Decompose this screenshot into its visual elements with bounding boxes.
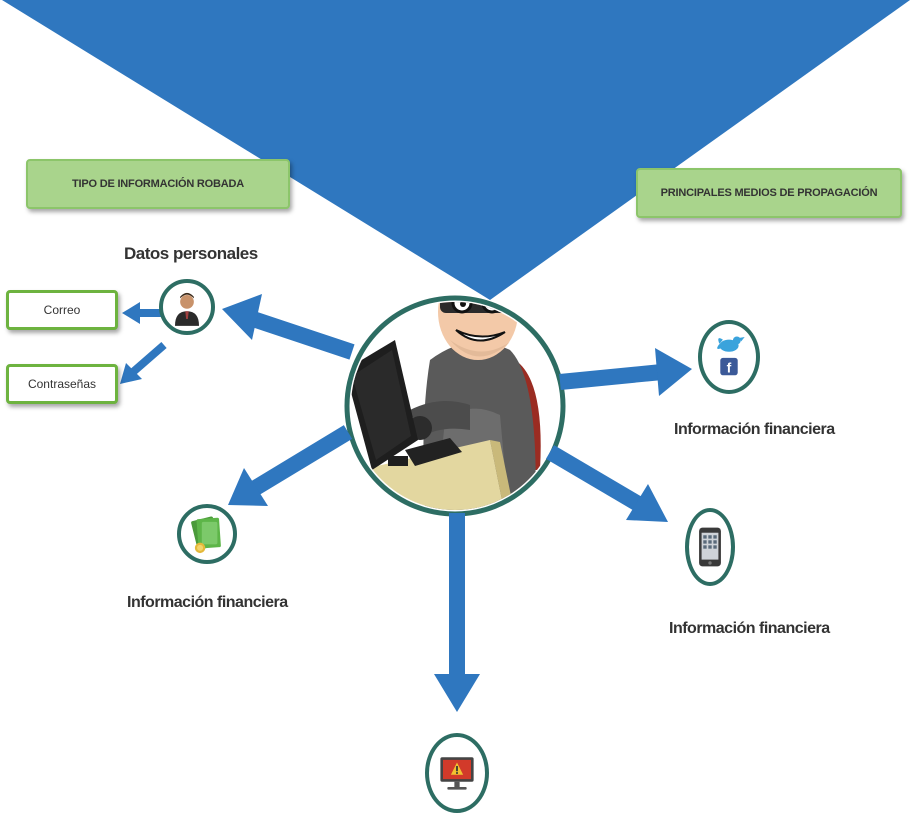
header-medios-propagacion: PRINCIPALES MEDIOS DE PROPAGACIÓN: [636, 168, 902, 218]
correo-box: Correo: [6, 290, 118, 330]
datos-personales-title: Datos personales: [124, 244, 258, 263]
funnel-shape: [2, 0, 910, 300]
computer-warning-icon: [440, 757, 474, 790]
svg-text:f: f: [727, 360, 732, 376]
money-icon: [191, 516, 221, 554]
label-right-social: Información financiera: [674, 421, 835, 438]
label-left-financial: Información financiera: [127, 594, 288, 611]
person-icon: [175, 292, 199, 326]
header-tipo-informacion: TIPO DE INFORMACIÓN ROBADA: [26, 159, 290, 209]
arrow-to-computer: [434, 513, 480, 712]
smartphone-icon: [699, 527, 721, 567]
phone-icon-circle: [685, 508, 735, 586]
arrow-to-social: [559, 348, 692, 396]
arrow-to-contrasenas: [120, 341, 167, 384]
social-icon-circle: f: [698, 320, 760, 394]
person-icon-circle: [159, 279, 215, 335]
arrow-to-left-financial: [228, 425, 353, 506]
contrasenas-box: Contraseñas: [6, 364, 118, 404]
facebook-icon: f: [720, 357, 738, 376]
arrow-to-phone: [545, 445, 668, 522]
label-right-phone: Información financiera: [669, 620, 830, 637]
arrow-to-datos: [222, 294, 355, 360]
twitter-icon: [717, 336, 745, 352]
money-icon-circle: [177, 504, 237, 564]
computer-icon-circle: [425, 733, 489, 813]
twitter-facebook-icon: f: [717, 336, 745, 376]
